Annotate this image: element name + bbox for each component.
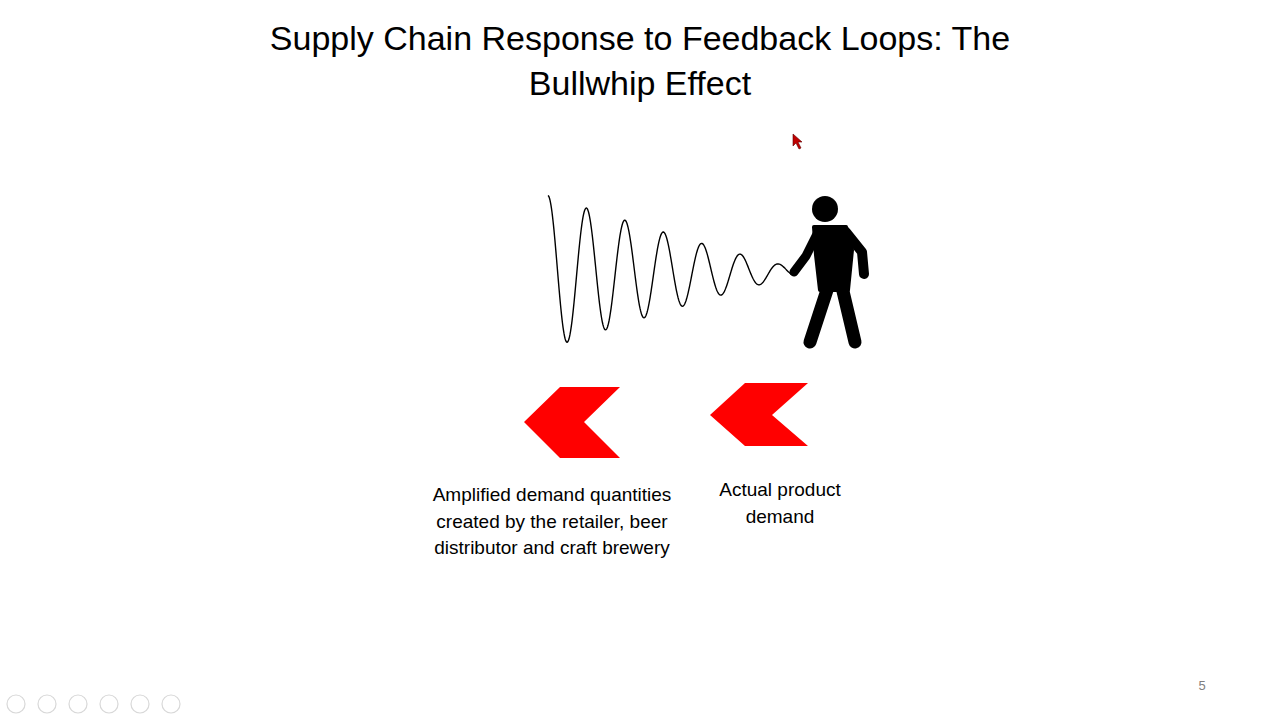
chevron-arrow	[710, 383, 808, 446]
slide-title: Supply Chain Response to Feedback Loops:…	[250, 16, 1030, 106]
whip-wave	[548, 196, 792, 343]
actual-demand-label: Actual product demand	[700, 477, 860, 530]
chevron-arrow	[524, 387, 620, 458]
person-figure	[794, 196, 864, 342]
slideshow-toolbar	[7, 695, 180, 713]
mouse-cursor	[793, 134, 802, 149]
amplified-demand-label: Amplified demand quantities created by t…	[405, 482, 699, 562]
page-number: 5	[1180, 677, 1224, 695]
